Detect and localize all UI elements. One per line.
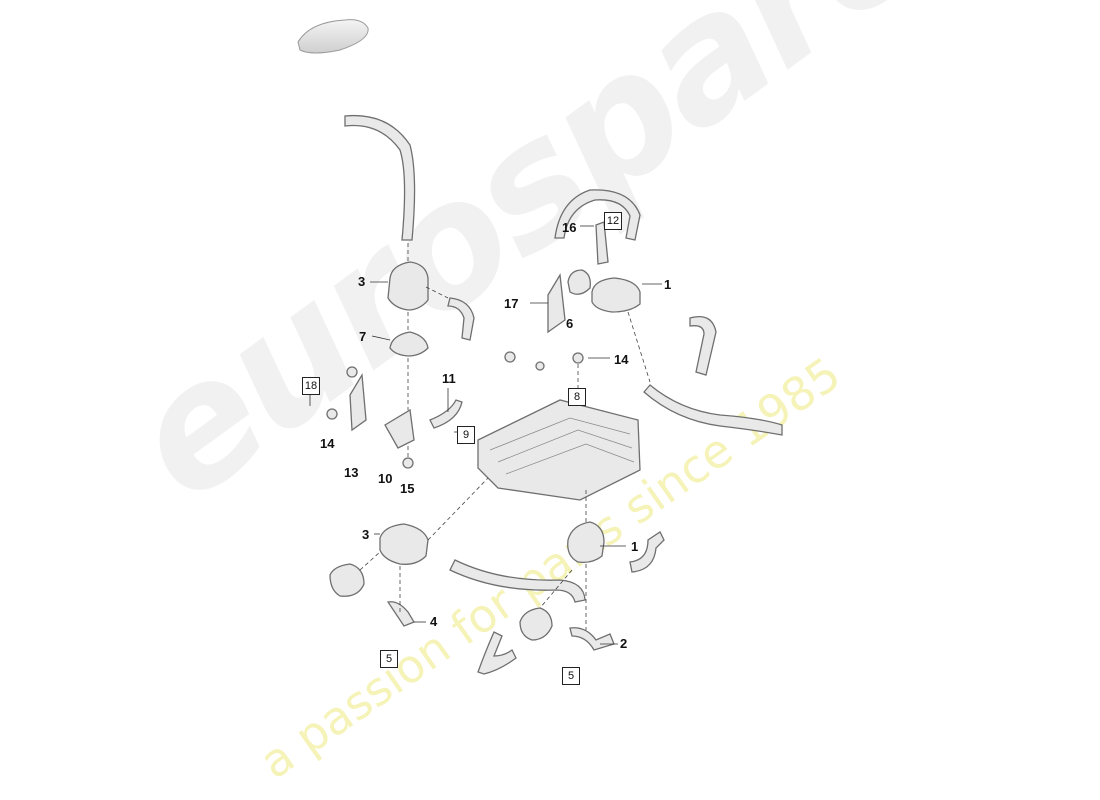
bracket-17 [547,273,566,334]
boxed-ref-5-right: 5 [562,667,580,685]
nut-14-right [572,352,584,364]
bracket-10 [384,408,415,449]
seal-ring-lower-left [329,563,365,597]
nut-14-left [326,408,338,420]
callout-3-lower: 3 [362,527,370,542]
bracket-16 [595,221,609,265]
callout-14-left: 14 [320,436,335,451]
boxed-ref-8: 8 [568,388,586,406]
callout-3-upper: 3 [358,274,366,289]
bracket-13 [349,372,367,432]
callout-15: 15 [400,481,415,496]
hose-clip-4 [386,601,415,627]
coolant-pump-3-upper [387,261,429,311]
boxed-ref-18: 18 [302,377,320,395]
fastener-mid [535,361,545,371]
callout-17: 17 [504,296,519,311]
seal-ring-7 [389,331,429,357]
callout-7: 7 [359,329,367,344]
callout-13: 13 [344,465,359,480]
bracket-11 [429,399,463,429]
electric-pump-1-upper [591,277,641,313]
coolant-hose-lower-left [477,631,517,675]
coolant-hose-upper-right [554,189,641,241]
hose-clip-2 [569,627,615,651]
callout-10: 10 [378,471,393,486]
callout-2: 2 [620,636,628,651]
electric-pump-1-lower [567,521,605,564]
callout-6: 6 [566,316,574,331]
fastener-upper-left [346,366,358,378]
callout-1-upper: 1 [664,277,672,292]
intake-manifold [477,399,641,501]
callout-4: 4 [430,614,438,629]
callout-14-right: 14 [614,352,629,367]
callout-11: 11 [442,371,456,386]
coolant-hose-lower-right [629,531,665,573]
clamp-6 [567,269,591,295]
boxed-ref-5-left: 5 [380,650,398,668]
coolant-hose-upper [344,114,416,241]
fastener-17 [504,351,516,363]
boxed-ref-12: 12 [604,212,622,230]
short-hose [447,297,475,341]
coolant-pump-3-lower [379,523,429,565]
nut-15 [402,457,414,469]
coolant-hose-lower-mid [449,559,586,603]
callout-1-lower: 1 [631,539,639,554]
boxed-ref-9: 9 [457,426,475,444]
coolant-hose-right [643,384,783,436]
car-silhouette-icon [297,19,369,54]
coolant-hose-right-upper [689,315,717,376]
seal-ring-lower-mid [519,607,553,641]
callout-16: 16 [562,220,577,235]
